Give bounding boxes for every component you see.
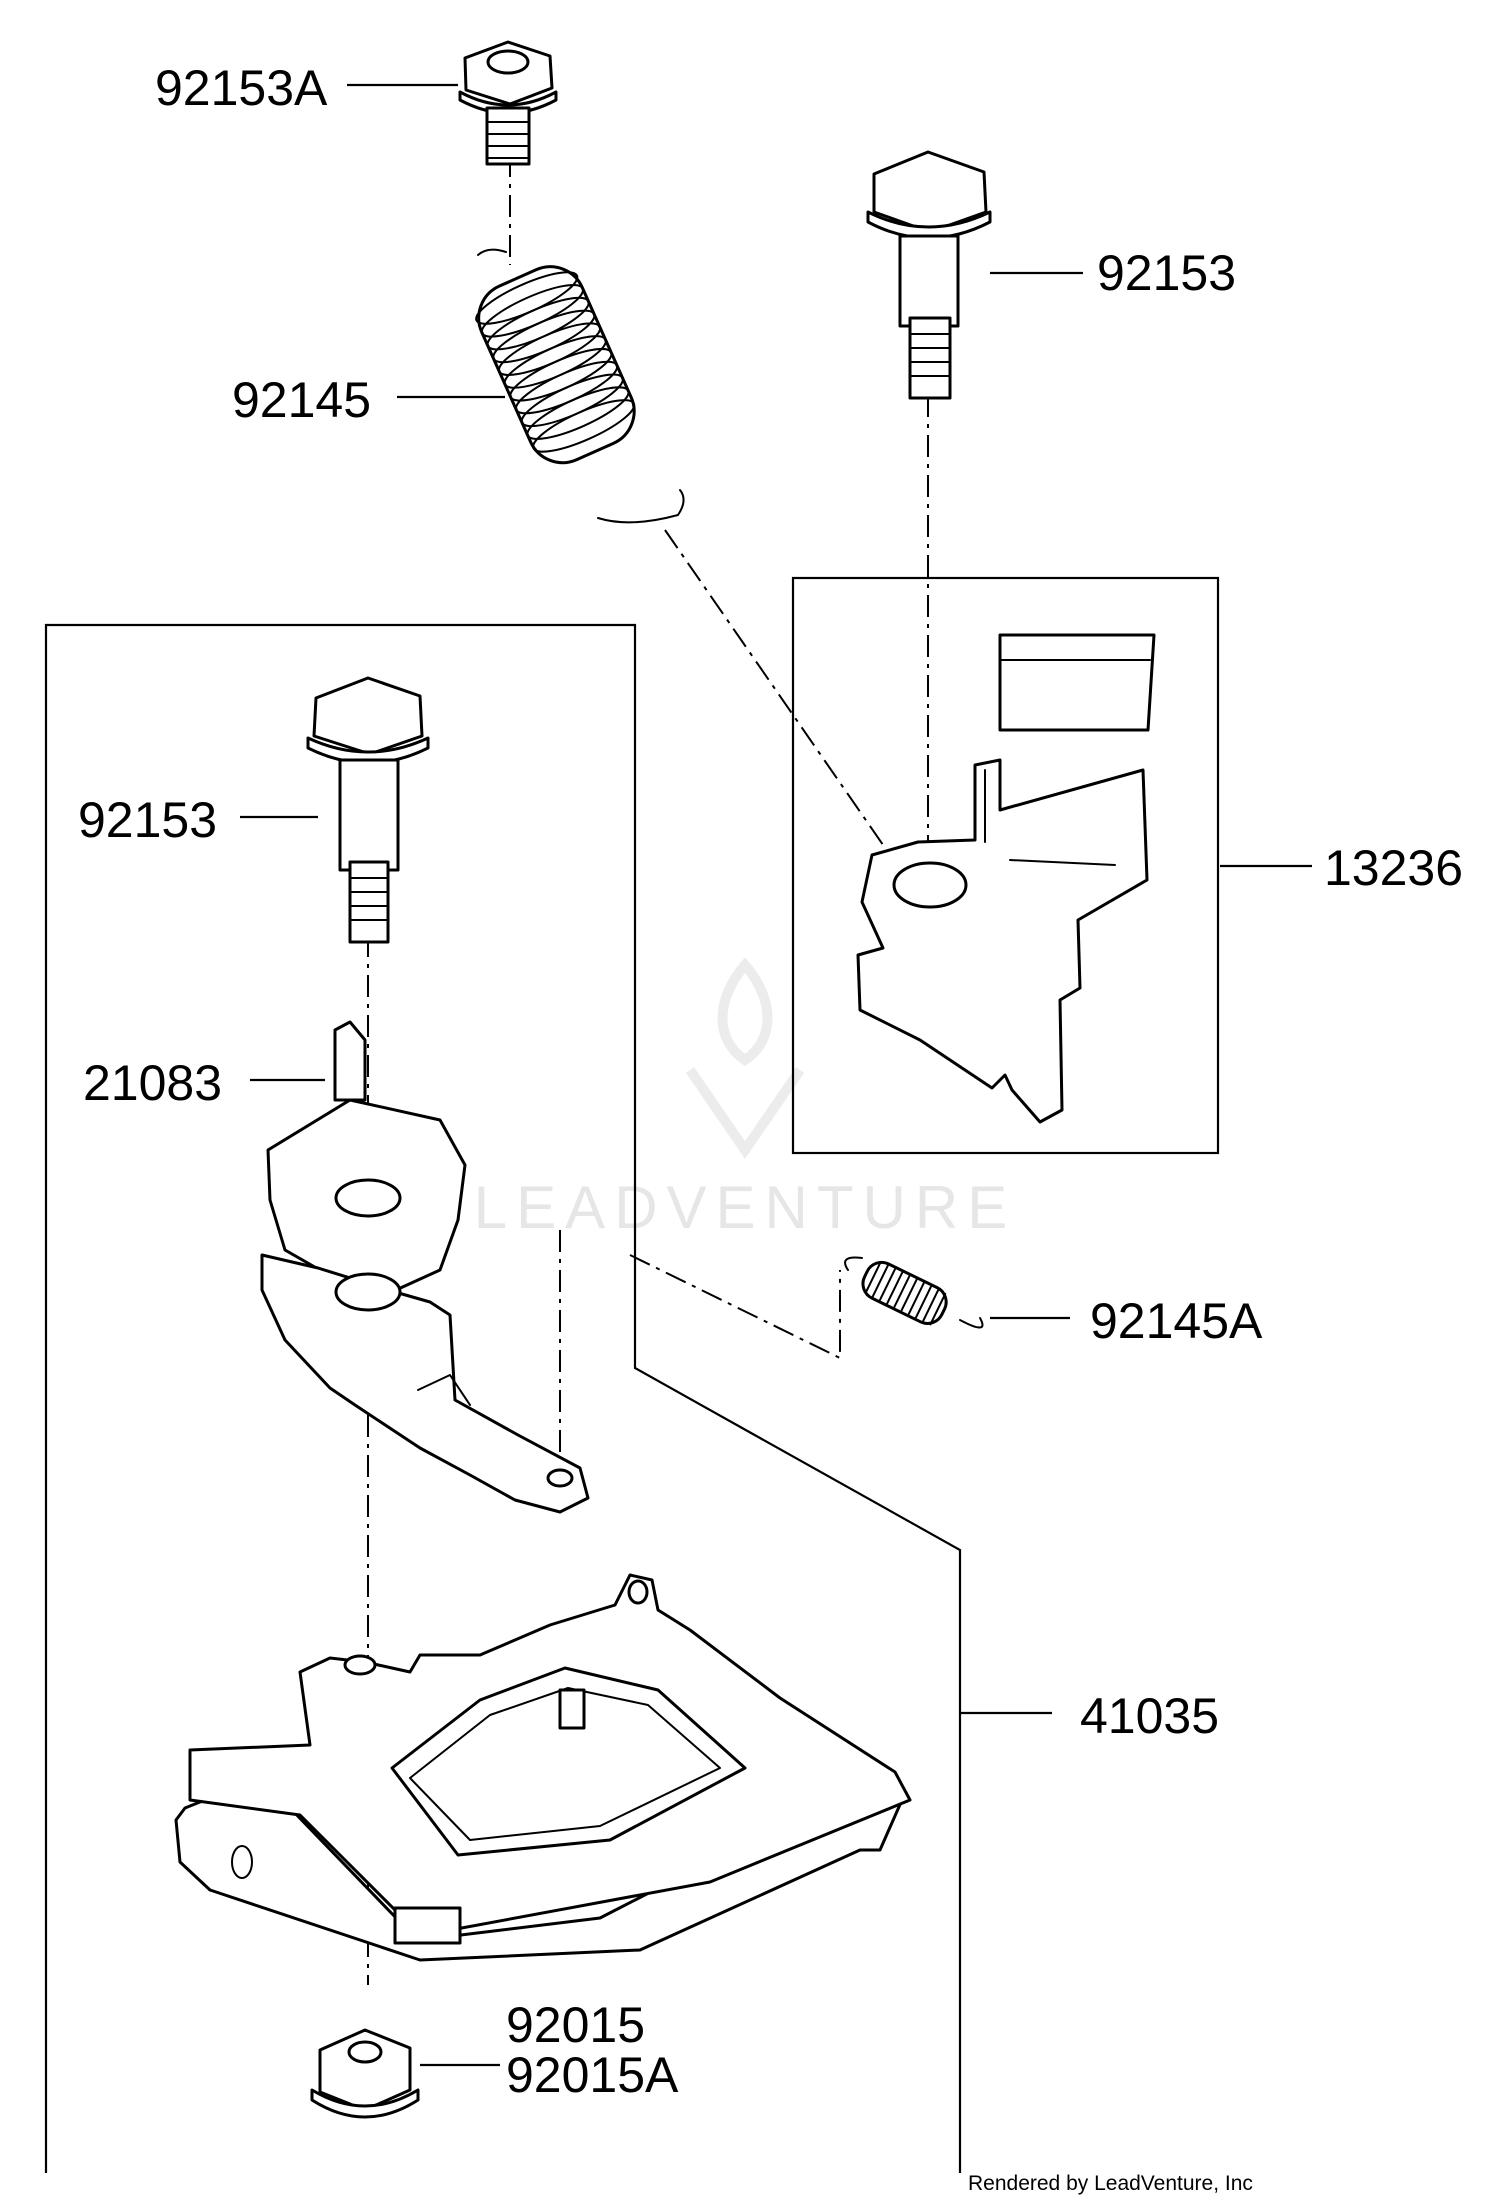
spring-92145-icon [475, 248, 685, 524]
plate-41035-icon [174, 1573, 912, 1962]
watermark-logo-icon [685, 957, 805, 1159]
render-credit: Rendered by LeadVenture, Inc [968, 2172, 1253, 2195]
lever-21083-icon [260, 1020, 590, 1514]
nut-92015-icon [310, 2028, 420, 2119]
callout-leaders [240, 83, 1312, 2067]
part-label-41035: 41035 [1080, 1688, 1219, 1744]
part-label-92015A: 92015A [506, 2047, 679, 2103]
part-label-92145: 92145 [232, 372, 371, 428]
bracket-13236-icon [856, 633, 1156, 1124]
part-label-92153-top: 92153 [1097, 245, 1236, 301]
bolt-92153-left-icon [306, 676, 430, 944]
part-label-13236: 13236 [1324, 840, 1463, 896]
bolt-92153-top-icon [866, 150, 992, 400]
part-label-92015: 92015 [506, 1997, 645, 2053]
part-label-92153-left: 92153 [78, 792, 217, 848]
leadventure-watermark: LEADVENTURE [474, 957, 1016, 1241]
assembly-frame-13236 [791, 576, 1220, 1155]
part-label-92145A: 92145A [1090, 1293, 1263, 1349]
part-label-92153A: 92153A [155, 60, 328, 116]
watermark-text: LEADVENTURE [474, 1174, 1016, 1241]
assembly-frame-41035 [44, 623, 962, 2173]
part-number-callouts: 92153A 92153 92145 92153 13236 21083 921… [78, 60, 1463, 2103]
spring-92145A-icon [844, 1256, 984, 1329]
part-label-21083: 21083 [83, 1055, 222, 1111]
bolt-92153A-icon [458, 40, 558, 166]
